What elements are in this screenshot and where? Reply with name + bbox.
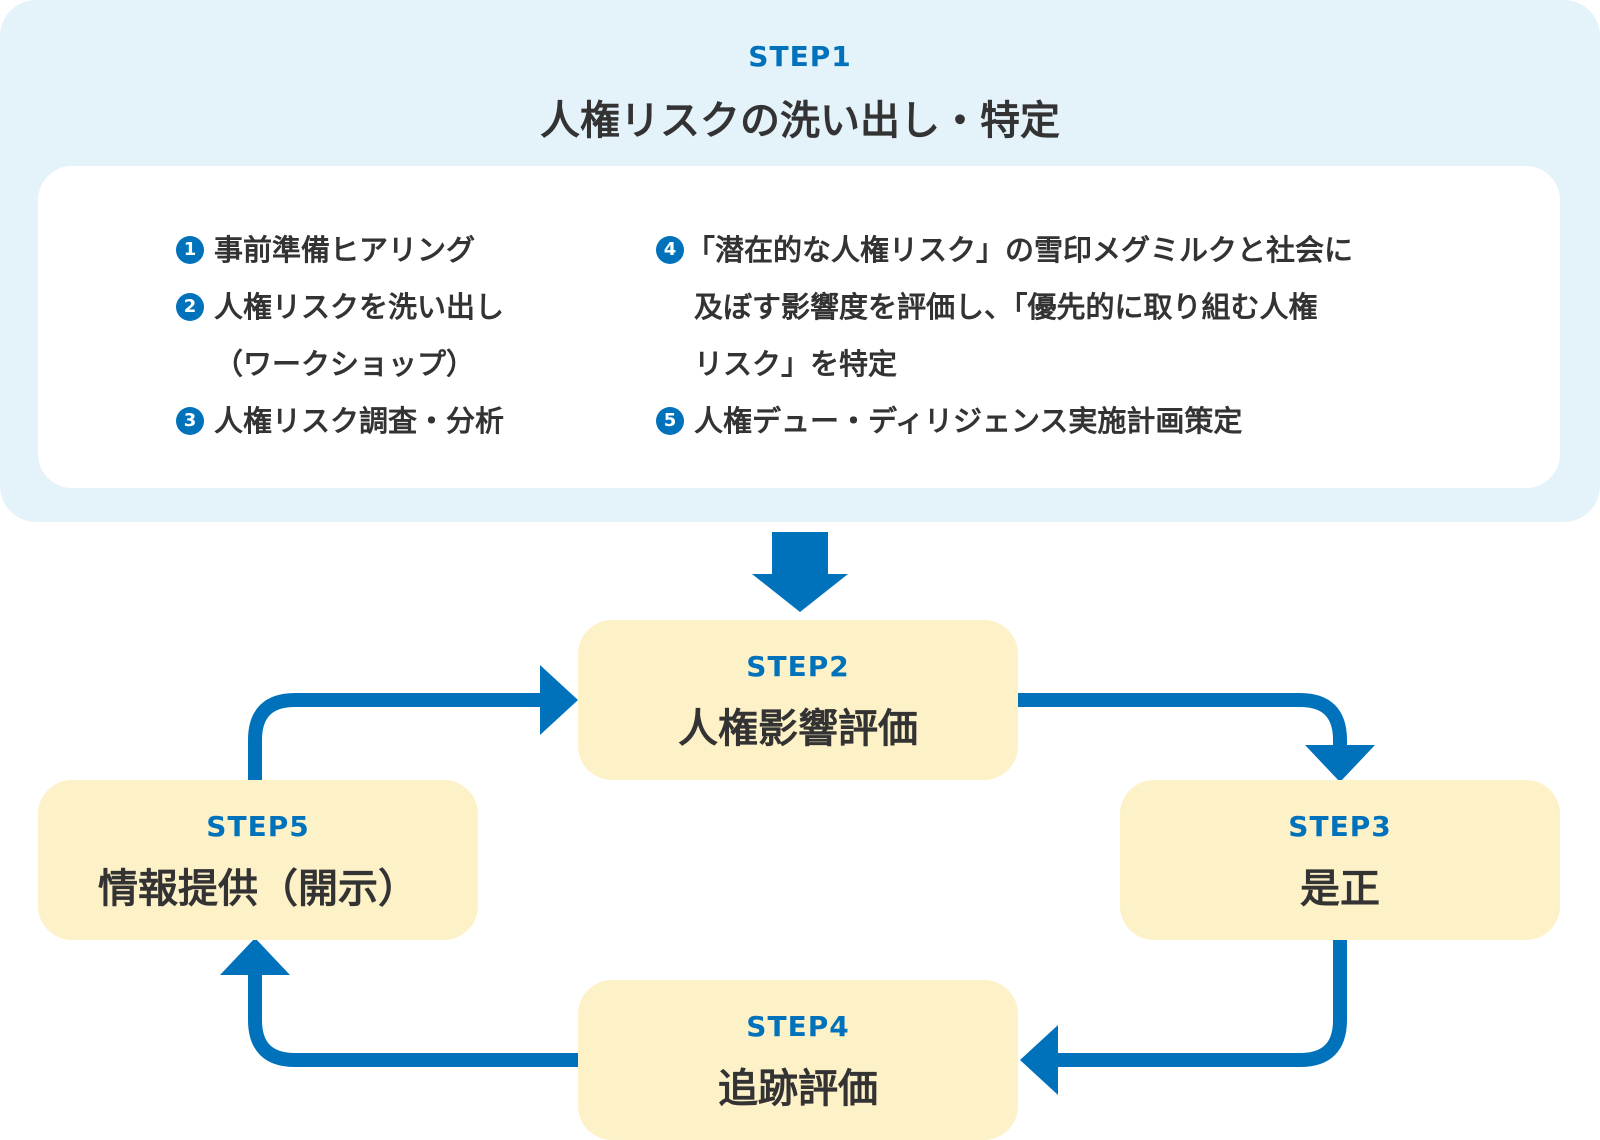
step1-item-5-text: 人権デュー・ディリジェンス実施計画策定 bbox=[694, 404, 1243, 438]
step1-item-4: 4 「潜在的な人権リスク」の雪印メグミルクと社会に 及ぼす影響度を評価し、「優先… bbox=[656, 222, 1353, 393]
step5-label: STEP5 bbox=[206, 810, 310, 843]
number-badge-2: 2 bbox=[176, 293, 204, 321]
step1-details: 1 事前準備ヒアリング 2 人権リスクを洗い出し （ワークショップ） 3 人権リ… bbox=[38, 166, 1560, 488]
step1-item-2-text: 人権リスクを洗い出し bbox=[214, 290, 505, 324]
step5-title: 情報提供（開示） bbox=[98, 866, 418, 912]
step1-panel: STEP1 人権リスクの洗い出し・特定 1 事前準備ヒアリング 2 人権リスクを… bbox=[0, 0, 1600, 522]
step1-left-column: 1 事前準備ヒアリング 2 人権リスクを洗い出し （ワークショップ） 3 人権リ… bbox=[176, 222, 504, 450]
down-arrow-icon bbox=[752, 532, 848, 612]
step1-title: 人権リスクの洗い出し・特定 bbox=[540, 98, 1060, 144]
step2-box: STEP2 人権影響評価 bbox=[578, 620, 1018, 780]
step1-item-4-text-2: 及ぼす影響度を評価し、「優先的に取り組む人権 bbox=[694, 290, 1318, 324]
step4-label: STEP4 bbox=[746, 1010, 850, 1043]
number-badge-5: 5 bbox=[656, 407, 684, 435]
step3-box: STEP3 是正 bbox=[1120, 780, 1560, 940]
step1-item-4-text-3: リスク」を特定 bbox=[694, 347, 898, 381]
arrow-down-to-step3-icon bbox=[1305, 745, 1375, 782]
step1-item-2-text-2: （ワークショップ） bbox=[214, 347, 476, 381]
connector-step2-step3 bbox=[1018, 693, 1347, 752]
connector-step3-step4 bbox=[1050, 940, 1347, 1067]
arrow-up-to-step5-icon bbox=[220, 938, 290, 975]
step1-label: STEP1 bbox=[748, 40, 852, 73]
step1-item-3: 3 人権リスク調査・分析 bbox=[176, 393, 504, 450]
step3-title: 是正 bbox=[1300, 866, 1380, 912]
step2-title: 人権影響評価 bbox=[678, 706, 918, 752]
number-badge-1: 1 bbox=[176, 236, 204, 264]
step1-item-5: 5 人権デュー・ディリジェンス実施計画策定 bbox=[656, 393, 1353, 450]
number-badge-3: 3 bbox=[176, 407, 204, 435]
connector-step5-step2 bbox=[248, 693, 548, 780]
step1-item-1-text: 事前準備ヒアリング bbox=[214, 233, 476, 267]
arrow-left-to-step4-icon bbox=[1020, 1025, 1058, 1095]
step5-box: STEP5 情報提供（開示） bbox=[38, 780, 478, 940]
step1-item-2: 2 人権リスクを洗い出し （ワークショップ） bbox=[176, 279, 504, 393]
step4-title: 追跡評価 bbox=[718, 1066, 878, 1112]
step4-box: STEP4 追跡評価 bbox=[578, 980, 1018, 1140]
step1-item-4-text: 「潜在的な人権リスク」の雪印メグミルクと社会に bbox=[686, 233, 1354, 267]
step1-right-column: 4 「潜在的な人権リスク」の雪印メグミルクと社会に 及ぼす影響度を評価し、「優先… bbox=[656, 222, 1353, 450]
step2-label: STEP2 bbox=[746, 650, 850, 683]
number-badge-4: 4 bbox=[656, 236, 684, 264]
step1-item-1: 1 事前準備ヒアリング bbox=[176, 222, 504, 279]
step1-item-3-text: 人権リスク調査・分析 bbox=[214, 404, 505, 438]
step3-label: STEP3 bbox=[1288, 810, 1392, 843]
connector-step4-step5 bbox=[248, 975, 578, 1067]
arrow-right-to-step2-icon bbox=[540, 665, 578, 735]
